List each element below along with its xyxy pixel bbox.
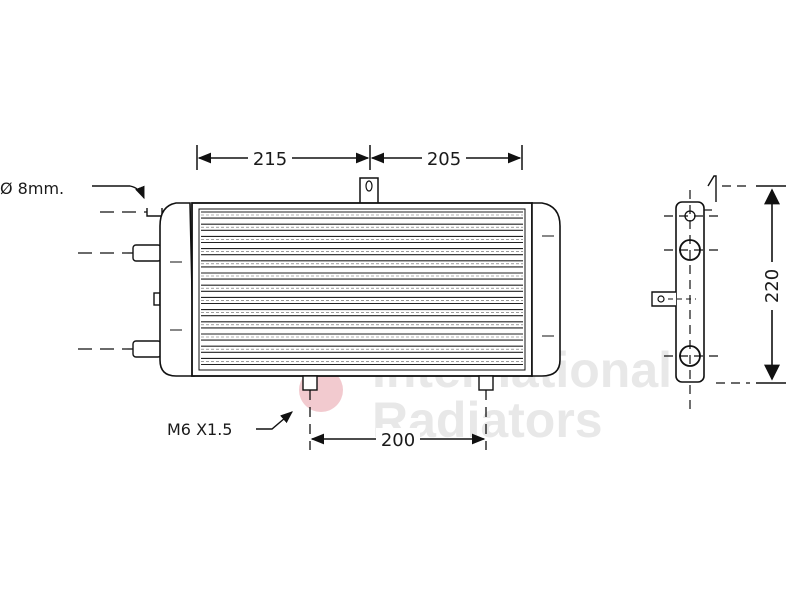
dimension-label-205: 205 [427, 149, 461, 170]
bottom-dimension: 200 [310, 428, 486, 451]
inlet-pipes [132, 208, 163, 358]
dimension-label-220: 220 [762, 269, 783, 303]
dimension-label-215: 215 [253, 149, 287, 170]
dimension-label-200: 200 [381, 430, 415, 451]
thread-callout: M6 X1.5 [167, 411, 293, 439]
height-dimension: 220 [756, 185, 786, 384]
radiator-core [191, 202, 533, 377]
pipe-diameter-label: Ø 8mm. [0, 179, 64, 198]
radiator-front-view [78, 177, 561, 450]
thread-label: M6 X1.5 [167, 420, 232, 439]
left-tank [159, 202, 195, 377]
pipe-centerlines [78, 211, 147, 350]
mount-stud-left [302, 375, 318, 391]
radiator-fins [201, 211, 523, 366]
radiator-side-view [651, 175, 750, 410]
right-tank [531, 202, 561, 377]
top-dimension: 215 205 [196, 145, 523, 170]
pipe-diameter-callout: Ø 8mm. [0, 179, 145, 200]
mount-stud-right [478, 375, 494, 391]
